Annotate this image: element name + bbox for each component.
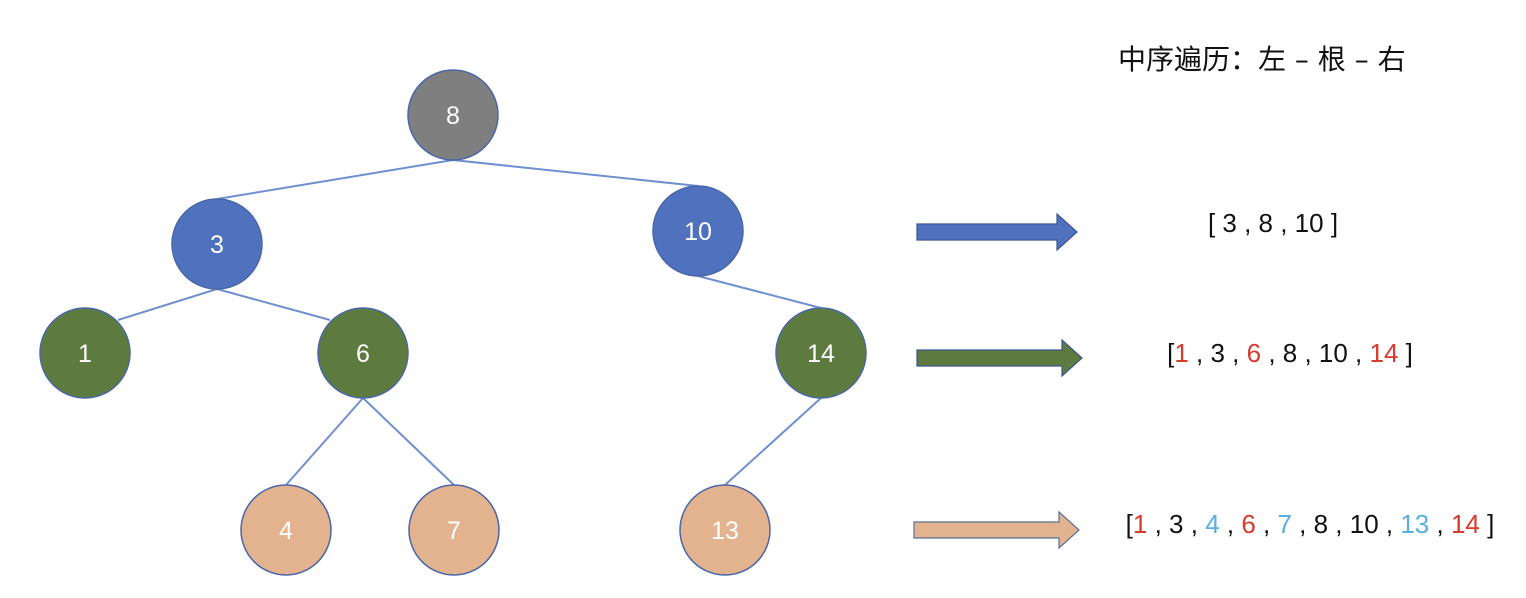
tree-node-label: 1 <box>78 340 92 368</box>
sequence-token-red: 6 <box>1246 338 1262 368</box>
sequence-token: , <box>1261 338 1283 368</box>
tree-node-circle <box>317 307 409 399</box>
sequence-token: , <box>1236 208 1259 238</box>
tree-edge-6-7 <box>362 397 455 486</box>
tree-node-7: 7 <box>408 484 500 576</box>
tree-node-1: 1 <box>39 307 131 399</box>
sequence-token-red: 1 <box>1174 338 1189 368</box>
sequence-token: 3 <box>1169 509 1184 539</box>
tree-node-label: 6 <box>356 340 370 368</box>
sequence-token: [ <box>1125 509 1133 539</box>
sequence-token-blue: 7 <box>1277 509 1292 539</box>
tree-node-circle <box>240 484 332 576</box>
tree-edge-8-3 <box>216 159 454 200</box>
tree-edge-6-4 <box>285 397 364 486</box>
sequence-token: 10 <box>1294 208 1324 238</box>
tree-node-label: 13 <box>711 517 739 545</box>
sequence-token: , <box>1188 338 1211 368</box>
tree-edge-3-1 <box>117 288 218 321</box>
sequence-token: , <box>1183 509 1206 539</box>
sequence-token-red: 1 <box>1132 509 1148 539</box>
tree-node-circle <box>407 69 499 161</box>
tree-node-circle <box>171 198 263 290</box>
sequence-token: 8 <box>1282 338 1298 368</box>
sequence-token: , <box>1147 509 1170 539</box>
sequence-token-red: 14 <box>1450 509 1480 539</box>
sequence-token: , <box>1219 509 1242 539</box>
tree-node-label: 7 <box>447 517 461 545</box>
sequence-token: , <box>1328 509 1350 539</box>
tree-node-circle <box>775 307 867 399</box>
tree-node-circle <box>408 484 500 576</box>
sequence-token: , <box>1224 338 1247 368</box>
tree-node-8: 8 <box>407 69 499 161</box>
tree-node-6: 6 <box>317 307 409 399</box>
tree-node-circle <box>652 185 744 277</box>
tree-node-label: 10 <box>684 218 712 246</box>
tree-edge-8-10 <box>452 159 699 187</box>
sequence-token: [ <box>1167 338 1175 368</box>
arrow-right-icon <box>916 338 1083 378</box>
sequence-token: , <box>1378 509 1401 539</box>
tree-node-circle <box>679 484 771 576</box>
tree-edge-10-14 <box>697 275 822 309</box>
arrow-right-icon <box>916 212 1078 252</box>
sequence-token: , <box>1297 338 1319 368</box>
tree-edge-3-6 <box>216 288 331 321</box>
sequence-token: 8 <box>1313 509 1329 539</box>
sequence-token: , <box>1291 509 1314 539</box>
sequence-token: ] <box>1479 509 1495 539</box>
sequence-token: 8 <box>1258 208 1273 238</box>
sequence-result-3: [1 , 3 , 4 , 6 , 7 , 8 , 10 , 13 , 14 ] <box>1126 509 1495 540</box>
tree-node-label: 4 <box>279 517 293 545</box>
diagram-title: 中序遍历：左 – 根 – 右 <box>1118 43 1406 76</box>
tree-node-4: 4 <box>240 484 332 576</box>
sequence-token: , <box>1273 208 1295 238</box>
arrow-right-icon <box>913 510 1080 550</box>
sequence-token: , <box>1255 509 1278 539</box>
sequence-token: [ <box>1207 208 1223 238</box>
sequence-result-2: [1 , 3 , 6 , 8 , 10 , 14 ] <box>1167 338 1413 369</box>
tree-node-10: 10 <box>652 185 744 277</box>
tree-edge-14-13 <box>724 397 822 486</box>
sequence-token: 3 <box>1222 208 1237 238</box>
sequence-token: 10 <box>1318 338 1348 368</box>
sequence-result-1: [ 3 , 8 , 10 ] <box>1208 208 1338 239</box>
tree-node-3: 3 <box>171 198 263 290</box>
tree-node-label: 8 <box>446 102 460 130</box>
sequence-token-red: 14 <box>1369 338 1399 368</box>
tree-node-label: 3 <box>210 231 224 259</box>
sequence-token: ] <box>1398 338 1413 368</box>
sequence-token: ] <box>1323 208 1339 238</box>
tree-node-label: 14 <box>807 340 835 368</box>
sequence-token: 10 <box>1349 509 1379 539</box>
sequence-token-red: 6 <box>1241 509 1256 539</box>
sequence-token: , <box>1429 509 1451 539</box>
tree-node-14: 14 <box>775 307 867 399</box>
sequence-token-blue: 13 <box>1400 509 1430 539</box>
tree-node-13: 13 <box>679 484 771 576</box>
sequence-token: , <box>1347 338 1370 368</box>
sequence-token: 3 <box>1210 338 1225 368</box>
tree-node-circle <box>39 307 131 399</box>
sequence-token-blue: 4 <box>1205 509 1220 539</box>
